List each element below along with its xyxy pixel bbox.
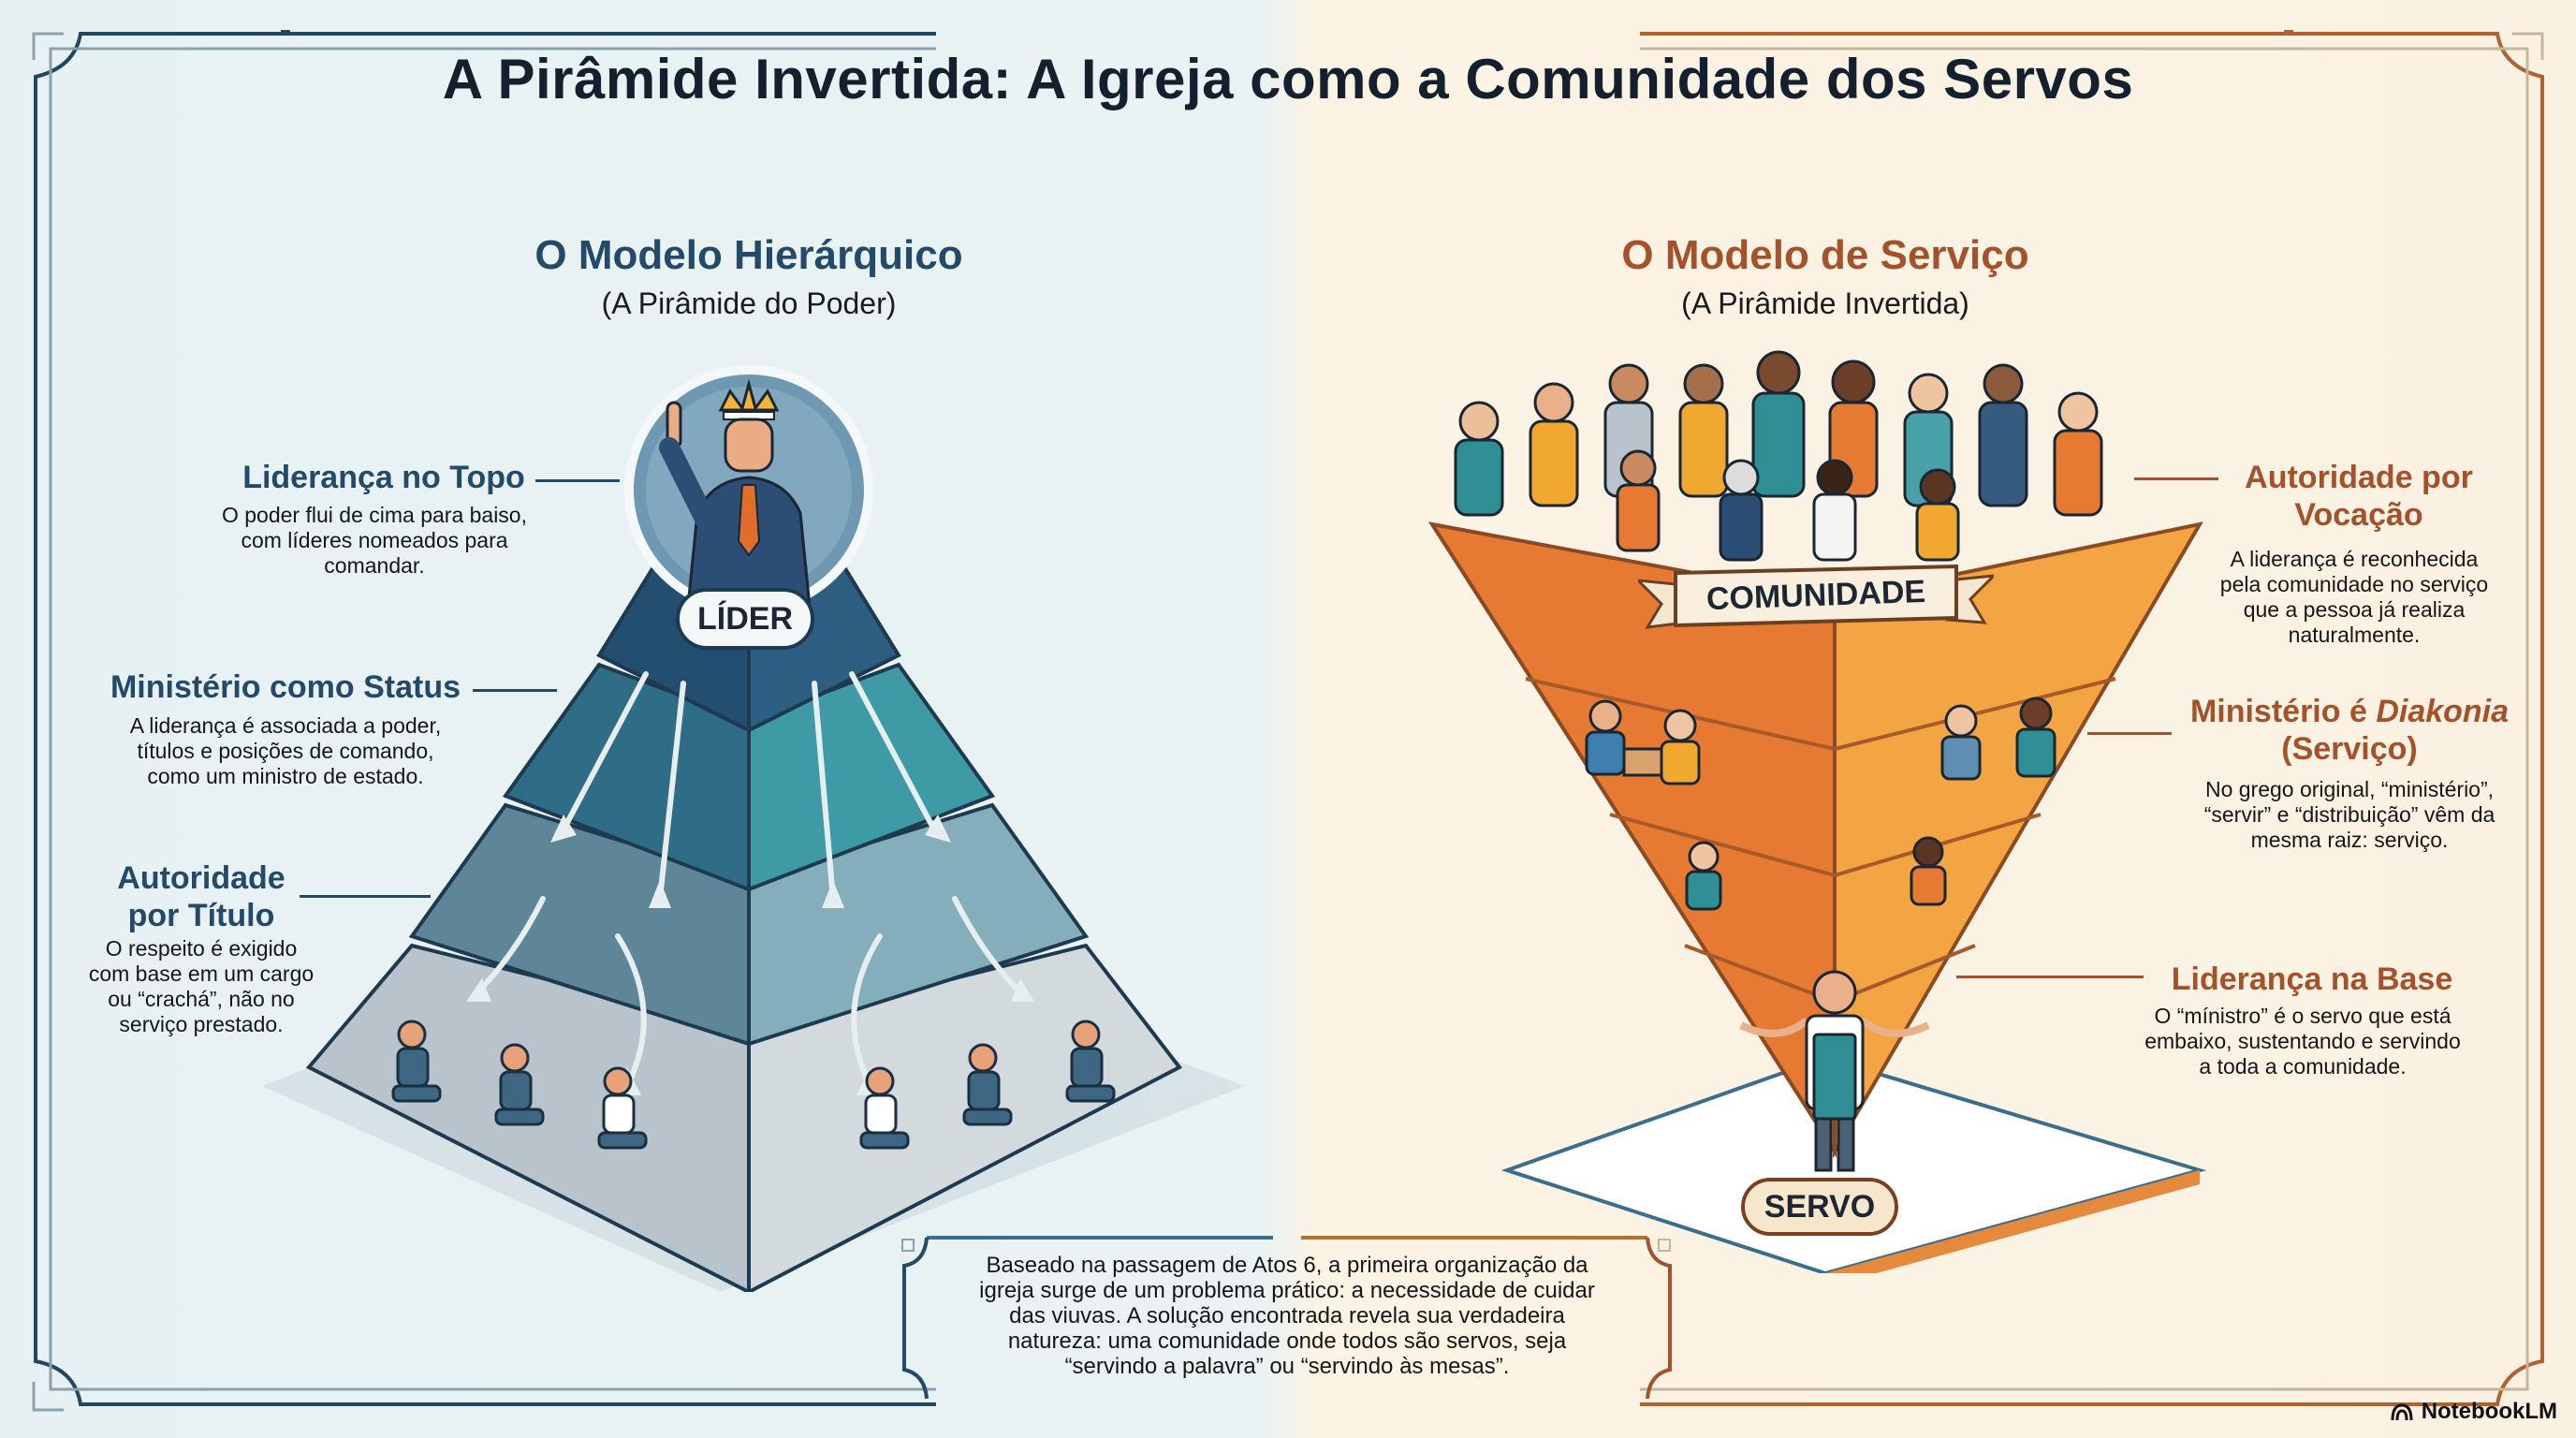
annotation-heading: Ministério como Status [110, 669, 461, 705]
connector-line [473, 689, 557, 692]
annotation-text: No grego original, “ministério”, “servir… [2203, 777, 2496, 852]
annotation-heading: Liderança na Base [2171, 961, 2453, 997]
footer-text: Baseado na passagem de Atos 6, a primeir… [979, 1253, 1595, 1379]
connector-line [1956, 976, 2144, 978]
annotation-text: A liderança é associada a poder, títulos… [129, 713, 442, 788]
notebooklm-logo-icon [2391, 1403, 2413, 1421]
leader-badge: LÍDER [676, 588, 814, 650]
annotation-heading: Ministério é Diakonia (Serviço) [2189, 694, 2510, 767]
left-panel-subtitle: (A Pirâmide do Poder) [601, 286, 897, 320]
right-panel-subtitle: (A Pirâmide Invertida) [1681, 286, 1969, 320]
annotation-text: O respeito é exigido com base em um carg… [88, 936, 315, 1036]
connector-line [2087, 732, 2172, 735]
annotation-text: O “mínistro” é o servo que está embaixo,… [2144, 1004, 2461, 1078]
connector-line [2134, 477, 2218, 480]
community-people-icon [1454, 350, 2103, 562]
right-panel-title: O Modelo de Serviço [1621, 232, 2029, 278]
left-panel-title: O Modelo Hierárquico [534, 232, 963, 278]
annotation-text: A liderança é reconhecida pela comunidad… [2219, 547, 2489, 647]
servant-badge: SERVO [1741, 1178, 1898, 1236]
connector-line [300, 895, 431, 898]
community-label: COMUNIDADE [1705, 573, 1926, 617]
connector-line [535, 479, 620, 482]
annotation-heading: Liderança no Topo [242, 460, 525, 495]
page-title: A Pirâmide Invertida: A Igreja como a Co… [442, 48, 2134, 110]
kneeling-person-icon [391, 1020, 1116, 1150]
servant-figure-icon [1739, 970, 1930, 1172]
service-inverted-pyramid [1427, 350, 2207, 1273]
annotation-heading: Autoridade por Vocação [2245, 460, 2473, 533]
crowned-leader-icon [624, 365, 873, 614]
annotation-heading: Autoridade por Título [117, 860, 285, 933]
community-banner [1638, 564, 1994, 629]
annotation-text: O poder flui de cima para baiso, com líd… [221, 503, 527, 578]
notebooklm-brand: NotebookLM [2390, 1399, 2557, 1425]
hierarchy-pyramid [262, 404, 1245, 1292]
footer-frame [901, 1236, 1672, 1400]
down-arrow-icon [475, 671, 1023, 1089]
brand-label: NotebookLM [2421, 1399, 2557, 1424]
